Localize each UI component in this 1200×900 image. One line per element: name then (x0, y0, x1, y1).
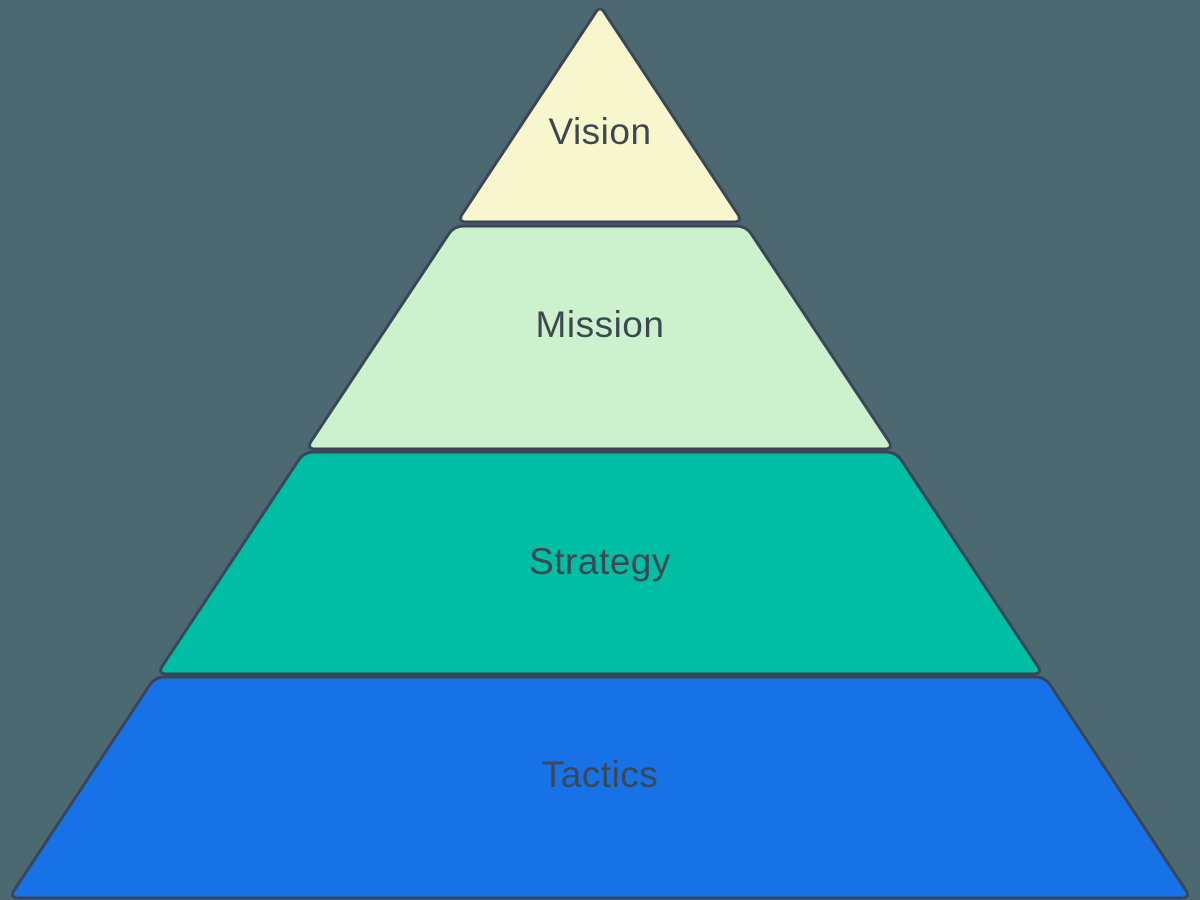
vision-shape (460, 8, 740, 223)
tactics-label: Tactics (542, 754, 659, 795)
strategy-label: Strategy (529, 541, 671, 582)
pyramid-layer-tactics: Tactics (11, 675, 1189, 900)
strategy-shape (160, 452, 1040, 674)
tactics-shape-outline (11, 675, 1189, 900)
mission-shape-outline (308, 224, 892, 451)
tactics-shape (12, 677, 1188, 898)
mission-shape (309, 226, 891, 449)
pyramid-layer-strategy: Strategy (159, 450, 1041, 676)
vision-shape-outline (459, 7, 741, 224)
pyramid-layer-vision: Vision (459, 7, 741, 224)
mission-label: Mission (536, 304, 665, 345)
vision-label: Vision (548, 111, 651, 152)
pyramid-layer-mission: Mission (308, 224, 892, 451)
strategy-shape-outline (159, 450, 1041, 676)
